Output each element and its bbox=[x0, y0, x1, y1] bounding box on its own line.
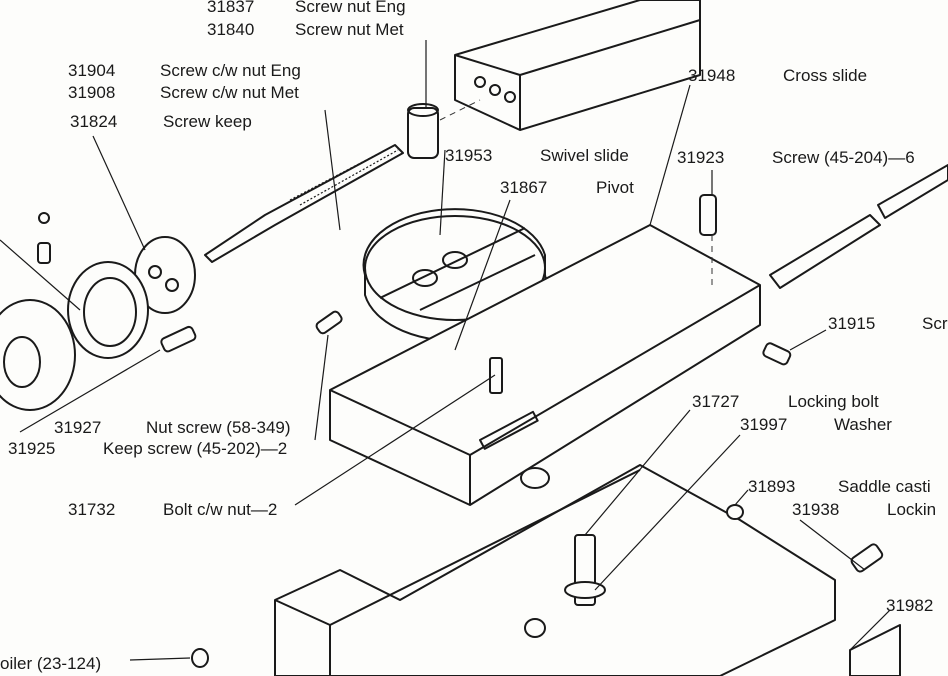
part-description: Screw nut Eng bbox=[295, 0, 406, 16]
part-label-31908: 31908 Screw c/w nut Met bbox=[68, 83, 299, 102]
part-label-31732: 31732 Bolt c/w nut—2 bbox=[68, 500, 277, 519]
screw-keep bbox=[134, 236, 196, 314]
part-number: 31904 bbox=[68, 61, 115, 80]
part-number: 31925 bbox=[8, 439, 55, 458]
dial bbox=[67, 261, 149, 359]
leader-lines bbox=[0, 40, 891, 661]
screw-nut bbox=[407, 103, 439, 159]
part-number: 31732 bbox=[68, 500, 115, 519]
part-number: 31727 bbox=[692, 392, 739, 411]
part-label-31867: 31867 Pivot bbox=[500, 178, 634, 197]
part-number: 31908 bbox=[68, 83, 115, 102]
part-number: 31867 bbox=[500, 178, 547, 197]
part-description: Cross slide bbox=[783, 66, 867, 85]
part-label-31925: 31925 Keep screw (45-202)—2 bbox=[8, 439, 287, 458]
oiler-label: oiler (23-124) bbox=[0, 654, 101, 673]
part-label-31893: 31893 Saddle casti bbox=[748, 477, 931, 496]
part-number: 31997 bbox=[740, 415, 787, 434]
handle-boss bbox=[0, 299, 76, 411]
part-label-31904: 31904 Screw c/w nut Eng bbox=[68, 61, 301, 80]
part-label-31938: 31938 Lockin bbox=[792, 500, 936, 519]
part-description: Saddle casti bbox=[838, 477, 931, 496]
part-number: 31927 bbox=[54, 418, 101, 437]
part-description: Screw c/w nut Met bbox=[160, 83, 299, 102]
part-label-31923: 31923 Screw (45-204)—6 bbox=[677, 148, 915, 167]
part-number: 31953 bbox=[445, 146, 492, 165]
part-description: Bolt c/w nut—2 bbox=[163, 500, 277, 519]
small-screws bbox=[37, 194, 901, 676]
saddle-casting bbox=[274, 464, 836, 676]
gib-strips bbox=[769, 164, 948, 289]
part-description: Scr bbox=[922, 314, 948, 333]
part-description: Keep screw (45-202)—2 bbox=[103, 439, 287, 458]
part-label-31997: 31997 Washer bbox=[740, 415, 892, 434]
part-number: 31893 bbox=[748, 477, 795, 496]
part-number: 31948 bbox=[688, 66, 735, 85]
part-description: Nut screw (58-349) bbox=[146, 418, 291, 437]
part-label-31953: 31953 Swivel slide bbox=[445, 146, 629, 165]
part-label-31982: 31982 bbox=[886, 596, 933, 615]
part-label-31915: 31915 Scr bbox=[828, 314, 948, 333]
part-description: Screw nut Met bbox=[295, 20, 404, 39]
part-label-31727: 31727 Locking bolt bbox=[692, 392, 879, 411]
part-label-31840: 31840 Screw nut Met bbox=[207, 20, 404, 39]
part-description: Swivel slide bbox=[540, 146, 629, 165]
part-description: Screw c/w nut Eng bbox=[160, 61, 301, 80]
leadscrew bbox=[204, 144, 404, 263]
part-label-31837: 31837 Screw nut Eng bbox=[207, 0, 406, 16]
part-number: 31938 bbox=[792, 500, 839, 519]
part-number: 31837 bbox=[207, 0, 254, 16]
cross-slide bbox=[329, 224, 761, 506]
part-description: Screw (45-204)—6 bbox=[772, 148, 915, 167]
screw-nut-block bbox=[454, 0, 701, 131]
part-label-31824: 31824 Screw keep bbox=[70, 112, 252, 131]
part-description: Lockin bbox=[887, 500, 936, 519]
part-description: Screw keep bbox=[163, 112, 252, 131]
part-label-31948: 31948 Cross slide bbox=[688, 66, 867, 85]
part-description: Washer bbox=[834, 415, 892, 434]
part-number: 31982 bbox=[886, 596, 933, 615]
part-description: Pivot bbox=[596, 178, 634, 197]
part-number: 31923 bbox=[677, 148, 724, 167]
part-number: 31824 bbox=[70, 112, 117, 131]
part-description: Locking bolt bbox=[788, 392, 879, 411]
part-number: 31840 bbox=[207, 20, 254, 39]
part-number: 31915 bbox=[828, 314, 875, 333]
part-label-31927: 31927 Nut screw (58-349) bbox=[54, 418, 291, 437]
